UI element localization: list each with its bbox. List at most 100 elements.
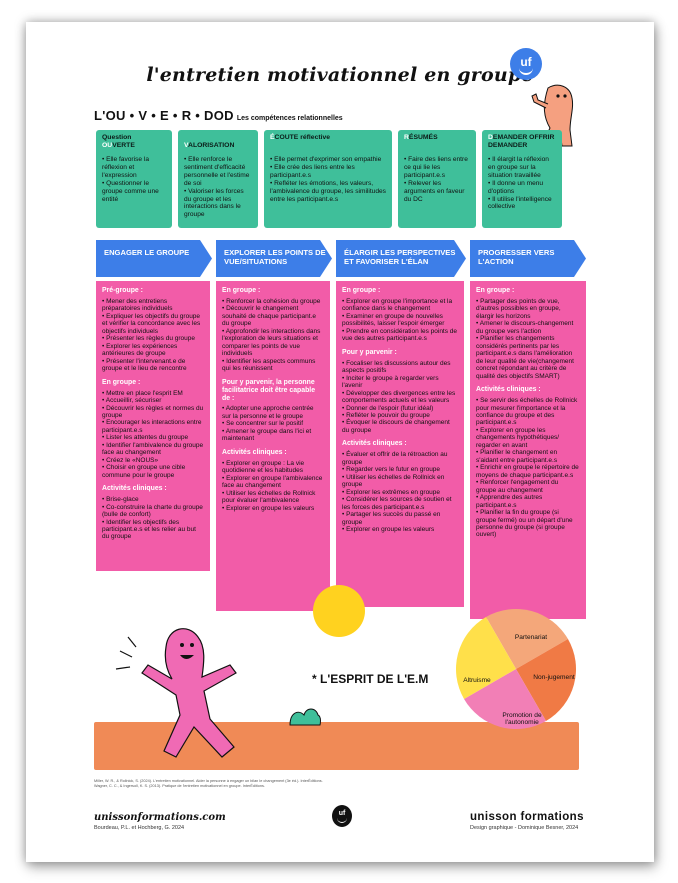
running-character-icon <box>115 628 237 758</box>
list-item: Explorer en groupe : La vie quotidienne … <box>222 460 324 475</box>
slice-partenariat <box>486 609 568 669</box>
list-item: Amener le discours-changement du groupe … <box>476 320 580 335</box>
references: Miller, W. R., & Rollnick, S. (2024). L'… <box>94 779 394 790</box>
list-item: Examiner en groupe de nouvelles possibil… <box>342 313 458 328</box>
list-item: Planifier le changement en s'aidant entr… <box>476 449 580 464</box>
list-item: Inciter le groupe à regarder vers l'aven… <box>342 375 458 390</box>
list-item: Amener le groupe dans l'ici et maintenan… <box>222 428 324 443</box>
section-heading: Activités cliniques : <box>476 386 541 394</box>
list-item: Lister les attentes du groupe <box>102 434 204 441</box>
list-item: Partager les succès du passé en groupe <box>342 511 458 526</box>
list-item: Se servir des échelles de Rollnick pour … <box>476 397 580 427</box>
list-item: Planifier la fin du groupe (si groupe fe… <box>476 509 580 539</box>
website-link[interactable]: unissonformations.com <box>94 812 226 823</box>
list-item: Utiliser les échelles de Rollnick en gro… <box>342 474 458 489</box>
list-item: Co-construire la charte du groupe (bulle… <box>102 504 204 519</box>
phase-arrow-engager: ENGAGER LE GROUPE <box>96 240 212 277</box>
skill-box-resumes: RÉSUMÉS Faire des liens entre ce qui lie… <box>398 130 476 228</box>
phase-column-progresser: En groupe : Partager des points de vue, … <box>470 281 586 619</box>
ouverdod-title: L'OU • V • E • R • DOD <box>94 108 234 123</box>
skill-heading: ÉCOUTE réflective <box>270 134 331 141</box>
esprit-label: * L'ESPRIT DE L'E.M <box>312 672 429 686</box>
list-item: Mettre en place l'esprit EM <box>102 390 204 397</box>
slice-autonomie <box>464 669 546 729</box>
phase-arrow-explorer: EXPLORER LES POINTS DE VUE/SITUATIONS <box>216 240 332 277</box>
skill-item: Refléter les émotions, les valeurs, l'am… <box>270 180 386 204</box>
skill-item: Il donne un menu d'options <box>488 180 556 196</box>
skill-heading: DEMANDER OFFRIR DEMANDER <box>488 134 555 150</box>
skill-item: Il utilise l'intelligence collective <box>488 196 556 212</box>
list-item: Se concentrer sur le positif <box>222 420 324 427</box>
list-item: Découvrir le changement souhaité de chaq… <box>222 305 324 327</box>
list-item: Développer des divergences entre les com… <box>342 390 458 405</box>
list-item: Explorer les expériences antérieures de … <box>102 343 204 358</box>
section-heading: Activités cliniques : <box>222 448 287 456</box>
skill-item: Relever les arguments en faveur du DC <box>404 180 470 204</box>
list-item: Encourager les interactions entre partic… <box>102 419 204 434</box>
skill-item: Elle permet d'exprimer son empathie <box>270 156 386 164</box>
phase-arrow-elargir: ÉLARGIR LES PERSPECTIVES ET FAVORISER L'… <box>336 240 466 277</box>
list-item: Identifier les aspects communs qui les r… <box>222 358 324 373</box>
section-heading: Pour y parvenir, la personne facilitatri… <box>222 378 316 402</box>
phase-column-engager: Pré-groupe : Mener des entretiens prépar… <box>96 281 210 571</box>
skill-item: Faire des liens entre ce qui lie les par… <box>404 156 470 180</box>
list-item: Identifier les objectifs des participant… <box>102 519 204 541</box>
poster: l'entretien motivationnel en groupe uf L… <box>26 22 654 862</box>
list-item: Donner de l'espoir (futur idéal) <box>342 405 458 412</box>
list-item: Explorer en groupe les valeurs <box>342 526 458 533</box>
list-item: Enrichir en groupe le répertoire de moye… <box>476 464 580 479</box>
list-item: Renforcer la cohésion du groupe <box>222 298 324 305</box>
list-item: Brise-glace <box>102 496 204 503</box>
ouverdod-subtitle: Les compétences relationnelles <box>236 115 343 122</box>
skill-item: Elle renforce le sentiment d'efficacité … <box>184 156 252 188</box>
skill-heading: RÉSUMÉS <box>404 134 438 141</box>
skill-box-valorisation: VALORISATION Elle renforce le sentiment … <box>178 130 258 228</box>
list-item: Utiliser les échelles de Rollnick pour é… <box>222 490 324 505</box>
uf-footer-logo-icon: uf <box>332 805 352 827</box>
pie-label-altruisme: Altruisme <box>463 677 491 684</box>
slice-non-jugement <box>516 639 576 721</box>
skill-item: Elle favorise la réflexion et l'expressi… <box>102 156 166 180</box>
section-heading: Activités cliniques : <box>102 485 167 493</box>
skill-item: Elle crée des liens entre les participan… <box>270 164 386 180</box>
brand-name: unisson formations <box>470 811 584 823</box>
esprit-pie <box>456 609 576 729</box>
reference-line: Wagner, C. C., & Ingersoll, K. S. (2013)… <box>94 784 265 789</box>
list-item: Identifier l'ambivalence du groupe face … <box>102 442 204 457</box>
list-item: Refléter le pouvoir du groupe <box>342 412 458 419</box>
sun-icon <box>313 585 365 637</box>
list-item: Explorer en groupe l'importance et la co… <box>342 298 458 313</box>
section-heading: En groupe : <box>222 287 261 294</box>
list-item: Apprendre des autres participant.e.s <box>476 494 580 509</box>
pie-label-partenariat: Partenariat <box>514 634 548 641</box>
list-item: Explorer en groupe les changements hypot… <box>476 427 580 449</box>
list-item: Évoquer le discours de changement du gro… <box>342 419 458 434</box>
list-item: Explorer les extrêmes en groupe <box>342 489 458 496</box>
pie-label-non-jugement: Non-jugement <box>533 674 575 681</box>
phase-arrow-progresser: PROGRESSER VERS L'ACTION <box>470 240 586 277</box>
section-heading: Pré-groupe : <box>102 287 143 294</box>
section-heading: Activités cliniques : <box>342 440 407 448</box>
skill-heading: VALORISATION <box>184 142 235 150</box>
list-item: Explorer en groupe les valeurs <box>222 505 324 512</box>
uf-logo-icon: uf <box>510 48 542 80</box>
list-item: Renforcer l'engagement du groupe au chan… <box>476 479 580 494</box>
skill-box-ecoute: ÉCOUTE réflective Elle permet d'exprimer… <box>264 130 392 228</box>
list-item: Présenter les règles du groupe <box>102 335 204 342</box>
list-item: Adopter une approche centrée sur la pers… <box>222 405 324 420</box>
phase-column-elargir: En groupe : Explorer en groupe l'importa… <box>336 281 464 607</box>
list-item: Découvrir les règles et normes du groupe <box>102 405 204 420</box>
section-heading: Pour y parvenir : <box>342 348 397 356</box>
slice-altruisme <box>456 617 516 699</box>
skill-item: Valoriser les forces du groupe et les in… <box>184 188 252 220</box>
list-item: Planifier les changements considérés per… <box>476 335 580 380</box>
skill-box-demander-offrir: DEMANDER OFFRIR DEMANDER Il élargit la r… <box>482 130 562 228</box>
list-item: Créez le «NOUS» <box>102 457 204 464</box>
list-item: Regarder vers le futur en groupe <box>342 466 458 473</box>
poster-title: l'entretien motivationnel en groupe <box>146 64 534 86</box>
list-item: Expliquer les objectifs du groupe et vér… <box>102 313 204 335</box>
section-heading: En groupe : <box>102 378 141 386</box>
